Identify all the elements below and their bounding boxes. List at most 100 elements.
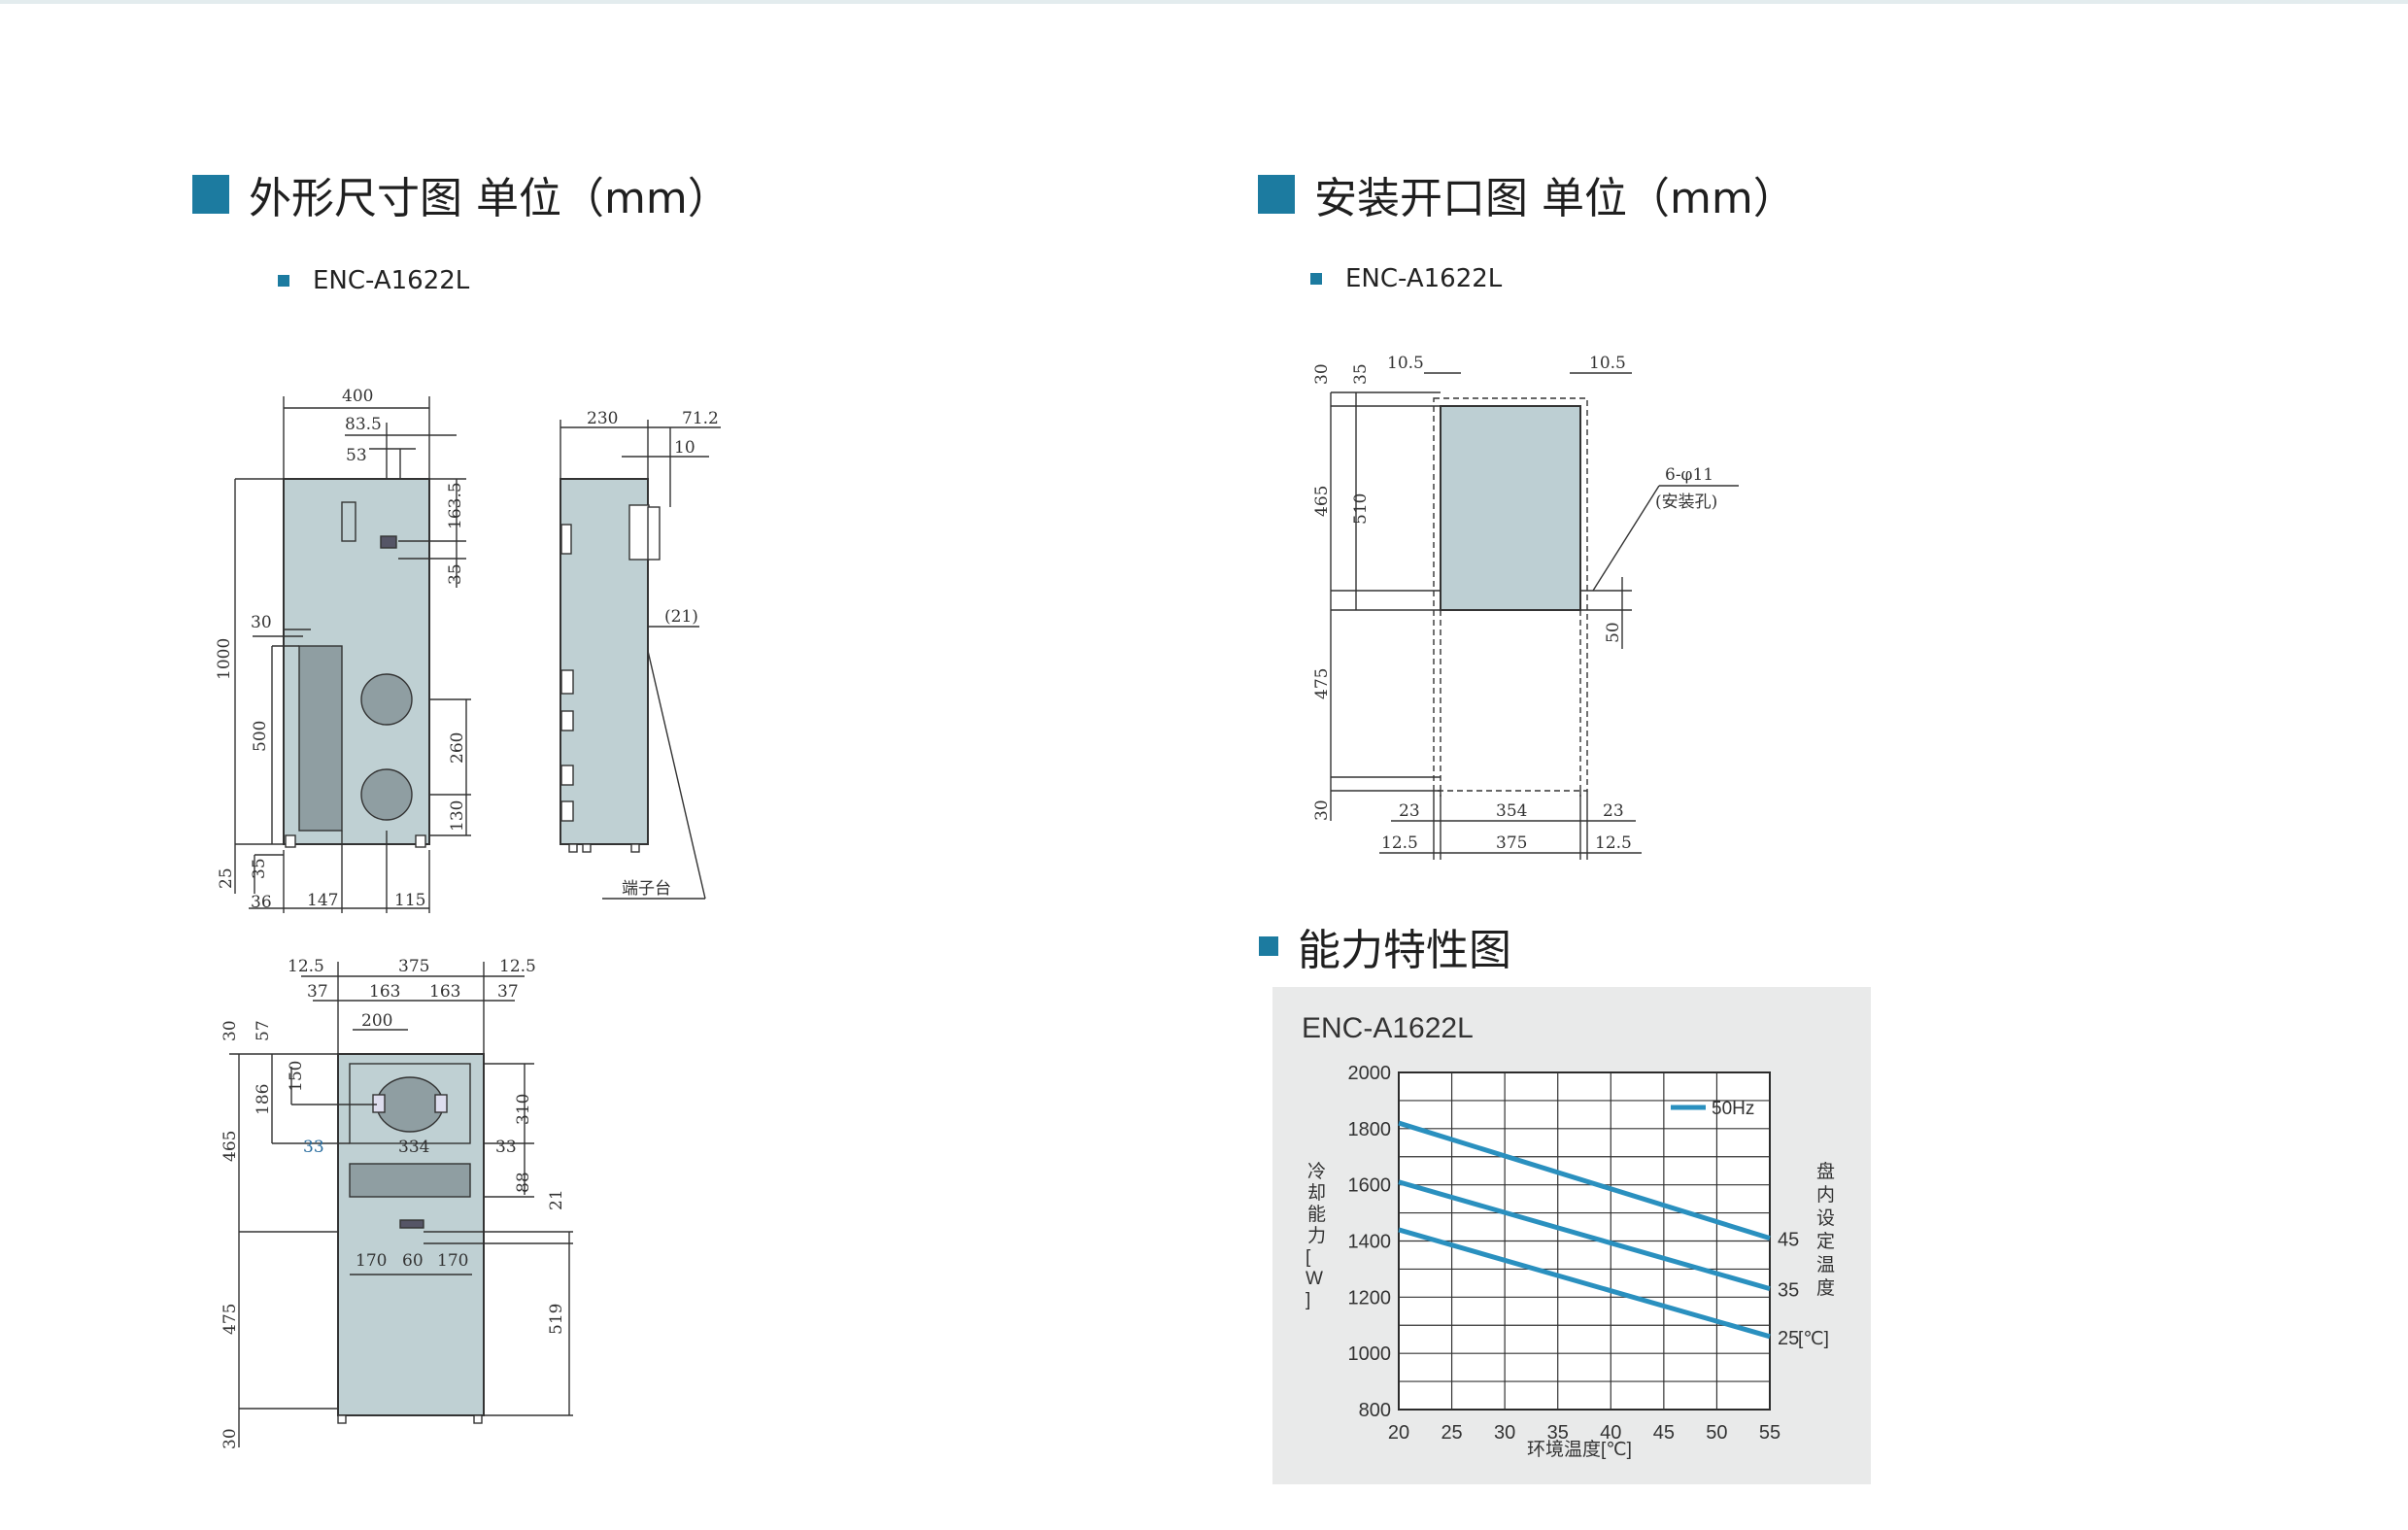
series-line-45 (1398, 1120, 1771, 1241)
dim-163b: 163 (429, 982, 460, 1002)
x-tick-label: 40 (1600, 1422, 1621, 1444)
cut-30t: 30 (1312, 363, 1332, 385)
cut-23b: 23 (1603, 801, 1624, 821)
dim-186: 186 (254, 1084, 273, 1115)
cut-10-5b: 10.5 (1589, 354, 1626, 373)
cut-12-5a: 12.5 (1381, 833, 1418, 853)
bullet (278, 275, 289, 287)
dim-163a: 163 (369, 982, 400, 1002)
dim-170a: 170 (356, 1251, 387, 1271)
dim-21: (21) (664, 607, 698, 627)
x-tick-label: 20 (1388, 1422, 1409, 1444)
dim-37a: 37 (307, 982, 328, 1002)
y-tick-label: 1600 (1348, 1175, 1392, 1197)
cut-35: 35 (1351, 363, 1371, 385)
dim-57: 57 (254, 1020, 273, 1041)
dim-115: 115 (394, 891, 425, 910)
dim-163-5: 163.5 (446, 482, 465, 529)
cut-475: 475 (1312, 668, 1332, 699)
dim-30a: 30 (220, 1020, 240, 1041)
y-tick-label: 1000 (1348, 1343, 1392, 1365)
dim-37b: 37 (497, 982, 519, 1002)
cut-30b: 30 (1312, 799, 1332, 821)
terminal-label: 端子台 (622, 879, 671, 899)
dim-519: 519 (547, 1304, 566, 1335)
x-tick-label: 35 (1547, 1422, 1569, 1444)
section-title-text: 能力特性图 (1298, 926, 1511, 975)
dim-465: 465 (220, 1131, 240, 1162)
dim-400: 400 (342, 387, 373, 406)
series-label-35: 35 (1778, 1280, 1799, 1302)
dim-375: 375 (398, 957, 429, 976)
y-tick-label: 1200 (1348, 1287, 1392, 1309)
series-label-45: 45 (1778, 1230, 1799, 1251)
section-title-capacity: 能力特性图 (1259, 915, 1511, 977)
dim-10: 10 (674, 438, 695, 458)
dim-230: 230 (587, 409, 618, 428)
dim-500: 500 (251, 721, 270, 752)
dim-33a: 33 (303, 1138, 324, 1157)
dim-12-5b: 12.5 (499, 957, 536, 976)
section-title-dimensions: 外形尺寸图 单位（mm） (192, 163, 730, 225)
cut-375: 375 (1496, 833, 1527, 853)
dim-35: 35 (446, 563, 465, 585)
dim-71-2: 71.2 (682, 409, 719, 428)
section-marker (192, 175, 229, 214)
y-tick-label: 1800 (1348, 1119, 1392, 1140)
dim-200: 200 (361, 1011, 392, 1031)
section-marker (1258, 175, 1295, 214)
dim-25: 25 (217, 867, 236, 889)
dim-83-5: 83.5 (345, 415, 382, 434)
dim-33b: 33 (495, 1138, 517, 1157)
dim-260: 260 (448, 732, 467, 764)
section-title-text: 安装开口图 单位（mm） (1314, 174, 1796, 223)
model-text: ENC-A1622L (313, 266, 470, 295)
cut-50: 50 (1604, 622, 1623, 643)
right-axis-label: 盘内设定温度 (1816, 1161, 1835, 1299)
section-title-cutout: 安装开口图 单位（mm） (1258, 163, 1796, 225)
x-axis-label: 环境温度[℃] (1527, 1439, 1632, 1460)
dim-310: 310 (514, 1094, 533, 1125)
dim-170b: 170 (437, 1251, 468, 1271)
legend-label: 50Hz (1712, 1099, 1754, 1119)
series-line-35 (1398, 1179, 1771, 1292)
dim-1000: 1000 (215, 638, 234, 680)
model-label-cutout: ENC-A1622L (1310, 264, 1502, 293)
cut-12-5b: 12.5 (1595, 833, 1632, 853)
model-label-dimensions: ENC-A1622L (278, 266, 469, 295)
chart-grid (1398, 1071, 1771, 1411)
x-tick-label: 45 (1653, 1422, 1675, 1444)
dim-475: 475 (220, 1304, 240, 1335)
model-text: ENC-A1622L (1345, 264, 1503, 293)
y-axis-label: 冷却能力[W] (1306, 1161, 1326, 1310)
section-marker (1259, 936, 1278, 956)
dim-334: 334 (398, 1138, 429, 1157)
dim-35b: 35 (250, 858, 269, 879)
cut-hole-note: (安装孔) (1655, 493, 1717, 512)
cut-23a: 23 (1399, 801, 1420, 821)
dim-30: 30 (251, 613, 272, 632)
x-tick-label: 50 (1706, 1422, 1727, 1444)
section-title-text: 外形尺寸图 单位（mm） (249, 174, 730, 223)
cut-510: 510 (1351, 493, 1371, 525)
top-border (0, 0, 2408, 4)
dim-36: 36 (251, 893, 272, 912)
dim-12-5a: 12.5 (288, 957, 324, 976)
y-tick-label: 2000 (1348, 1063, 1392, 1084)
cut-10-5a: 10.5 (1387, 354, 1424, 373)
cut-354: 354 (1496, 801, 1527, 821)
right-axis-unit: [℃] (1798, 1329, 1829, 1349)
x-tick-label: 25 (1441, 1422, 1462, 1444)
chart-legend: 50Hz (1671, 1099, 1754, 1119)
y-tick-label: 800 (1359, 1400, 1391, 1421)
dim-147: 147 (307, 891, 338, 910)
cut-hole: 6-φ11 (1665, 465, 1713, 485)
